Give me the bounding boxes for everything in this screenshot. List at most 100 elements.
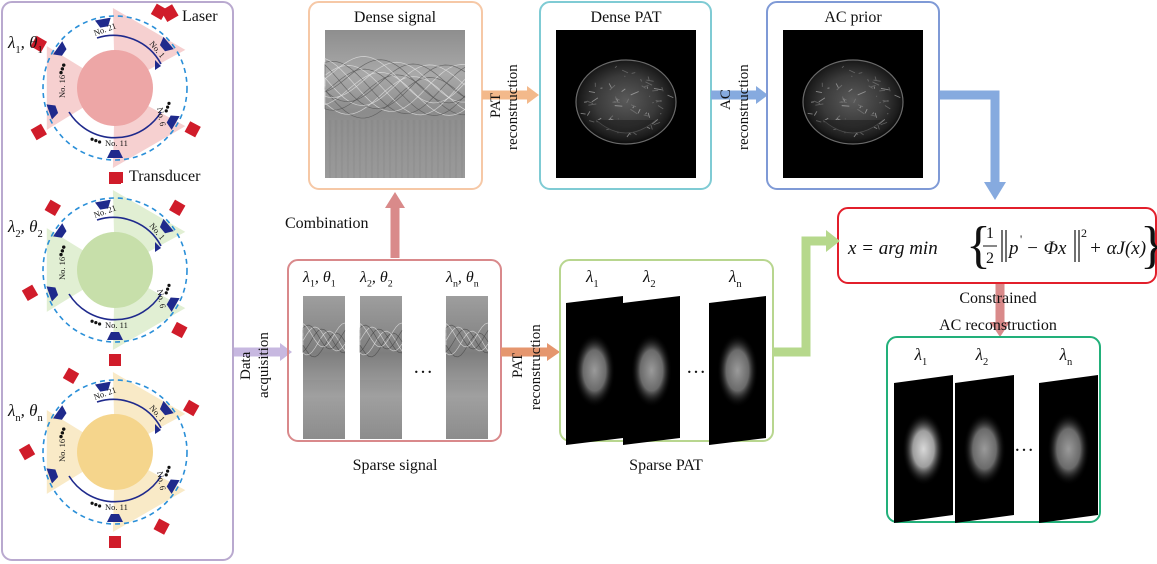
svg-text:1: 1: [986, 225, 994, 242]
dense-signal-title: Dense signal: [354, 9, 437, 26]
pat-recon-2-label-a: PAT: [510, 353, 526, 378]
transducer-marker: [53, 41, 67, 56]
sparse-pat-slice-3: [709, 296, 766, 445]
constrained-lambda-3: λn: [1059, 345, 1073, 368]
constrained-lambda-2: λ2: [975, 345, 989, 368]
sparse-signal-head-1: λ1, θ1: [302, 269, 336, 289]
phantom-disk: [77, 50, 153, 126]
laser-marker: [21, 284, 39, 301]
sparse-pat-slice-2: [623, 296, 680, 445]
svg-text:p: p: [1007, 238, 1019, 259]
transducer-marker: [46, 104, 59, 120]
constrained-lambda-1: λ1: [914, 345, 928, 368]
sparse-pat-title: Sparse PAT: [629, 457, 703, 474]
transducer-number-label: No. 16: [57, 439, 67, 462]
transducer-legend-icon: [112, 172, 123, 183]
transducer-marker: [107, 150, 123, 158]
transducer-marker: [166, 297, 180, 312]
phantom-disk: [77, 414, 153, 490]
transducer-marker: [159, 400, 174, 416]
laser-marker: [44, 199, 61, 216]
pat-recon-1-label-a: PAT: [488, 93, 504, 118]
transducer-marker: [94, 381, 111, 392]
transducer-number-label: No. 16: [57, 75, 67, 98]
constrained-label-1: Constrained: [959, 290, 1036, 307]
sparse-pat-slice-1: [566, 296, 623, 445]
svg-text:2: 2: [986, 250, 994, 267]
arrow-prior-to-equation: [940, 90, 1000, 186]
ring-parameter-label: λ2, θ2: [7, 217, 43, 240]
constrained-ellipsis: …: [1014, 434, 1034, 456]
constrained-slice-2: [955, 375, 1014, 523]
svg-text:}: }: [1140, 217, 1157, 274]
laser-marker: [62, 367, 80, 384]
laser-marker: [109, 354, 121, 366]
transducer-marker: [46, 468, 59, 484]
transducer-marker: [46, 286, 59, 302]
constrained-label-2: AC reconstruction: [939, 317, 1057, 334]
transducer-number-label: No. 11: [105, 320, 128, 330]
sparse-signal-strip-3: [445, 296, 489, 439]
transducer-marker: [94, 199, 111, 210]
ac-prior-panel: [766, 1, 940, 190]
arrow-sparse-to-equation: [773, 236, 830, 357]
sparse-signal-strip-1: [302, 296, 346, 439]
laser-marker: [150, 3, 168, 20]
sparse-signal-ellipsis: …: [413, 356, 433, 378]
transducer-marker: [107, 332, 123, 340]
laser-marker: [109, 536, 121, 548]
laser-marker: [184, 121, 201, 138]
transducer-number-label: No. 6: [155, 471, 168, 491]
transducer-number-label: No. 6: [155, 289, 168, 309]
laser-marker: [169, 199, 186, 216]
transducer-marker: [94, 17, 111, 28]
laser-marker: [30, 123, 47, 141]
laser-legend-label: Laser: [182, 8, 218, 25]
laser-marker: [171, 321, 188, 339]
laser-marker: [183, 399, 200, 417]
constrained-slice-1: [894, 375, 953, 523]
transducer-legend-label: Transducer: [129, 168, 201, 185]
sparse-signal-strip-2: [359, 296, 403, 439]
pat-recon-2-label-b: reconstruction: [528, 324, 544, 410]
sparse-pat-panel: [559, 259, 774, 442]
acquisition-panel: [1, 1, 234, 561]
transducer-marker: [166, 115, 180, 130]
sparse-signal-head-3: λn, θn: [445, 269, 479, 289]
constrained-ac-panel: [886, 336, 1101, 523]
constrained-slice-3: [1039, 375, 1098, 523]
svg-text:2: 2: [1081, 226, 1087, 240]
transducer-marker: [159, 36, 174, 52]
svg-text:+ αJ(x): + αJ(x): [1089, 238, 1146, 259]
transducer-marker: [159, 218, 174, 234]
transducer-number-label: No. 16: [57, 257, 67, 280]
svg-text:− Φx: − Φx: [1026, 238, 1067, 259]
equation: x = arg min { 1 2 p ' − Φx 2 + αJ(x) }: [847, 217, 1157, 274]
data-acquisition-label-1: Data: [238, 351, 254, 380]
phantom-disk: [77, 232, 153, 308]
sparse-pat-lambda-3: λn: [728, 267, 742, 290]
laser-marker: [30, 35, 47, 53]
dense-pat-title: Dense PAT: [591, 9, 662, 26]
transducer-number-label: No. 11: [105, 502, 128, 512]
combination-label: Combination: [285, 215, 369, 232]
svg-text:x = arg min: x = arg min: [847, 238, 938, 259]
sparse-pat-lambda-2: λ2: [642, 267, 656, 290]
ac-recon-label-b: reconstruction: [736, 64, 752, 150]
sparse-signal-title: Sparse signal: [353, 457, 438, 474]
sparse-pat-ellipsis: …: [686, 356, 706, 378]
laser-marker: [153, 518, 170, 535]
ring-parameter-label: λ1, θ1: [7, 33, 43, 56]
pat-recon-1-label-b: reconstruction: [505, 64, 521, 150]
laser-legend-icon: [160, 4, 179, 23]
transducer-marker: [107, 514, 123, 522]
svg-text:': ': [1020, 232, 1022, 246]
transducer-number-label: No. 6: [155, 107, 168, 127]
ac-prior-title: AC prior: [824, 9, 882, 26]
transducer-marker: [166, 479, 180, 494]
transducer-number-label: No. 11: [105, 138, 128, 148]
laser-marker: [18, 443, 36, 461]
